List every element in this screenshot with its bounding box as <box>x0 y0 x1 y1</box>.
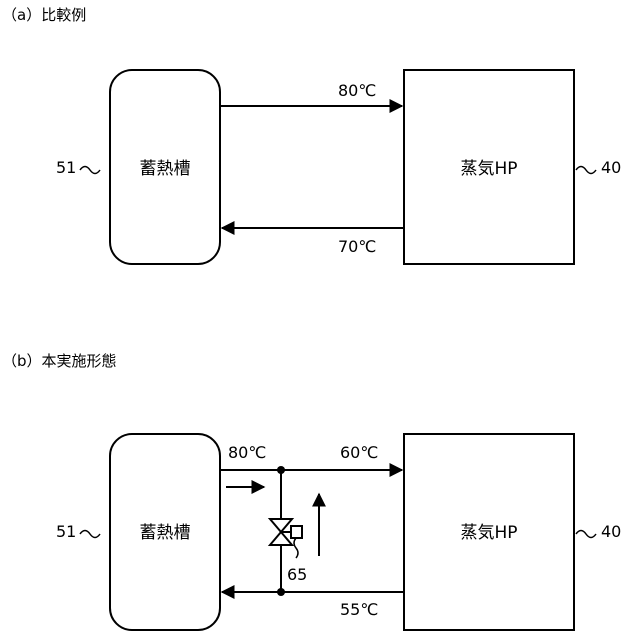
hp-b-leader <box>576 531 596 538</box>
supply-temp-a: 80℃ <box>338 81 376 100</box>
valve-leader <box>294 538 298 558</box>
tank-a-leader <box>80 167 100 174</box>
tank-outlet-temp-b: 80℃ <box>228 443 266 462</box>
tank-b-ref: 51 <box>56 522 76 541</box>
tank-b-label: 蓄熱槽 <box>140 523 191 543</box>
panel-a: （a）比較例 蓄熱槽 51 蒸気HP 40 80℃ 70℃ <box>2 6 621 264</box>
hp-a-ref: 40 <box>601 158 621 177</box>
tank-b-leader <box>80 531 100 538</box>
hp-b-label: 蒸気HP <box>460 523 517 543</box>
hp-b-ref: 40 <box>601 522 621 541</box>
hp-inlet-temp-b: 60℃ <box>340 443 378 462</box>
panel-a-title: （a）比較例 <box>2 6 86 24</box>
return-temp-a: 70℃ <box>338 237 376 256</box>
junction-top-b <box>277 466 285 474</box>
junction-bottom-b <box>277 588 285 596</box>
tank-a-ref: 51 <box>56 158 76 177</box>
panel-b-title: （b）本実施形態 <box>2 352 117 370</box>
tank-a-label: 蓄熱槽 <box>140 159 191 179</box>
valve-ref: 65 <box>287 565 307 584</box>
return-temp-b: 55℃ <box>340 600 378 619</box>
valve-icon <box>270 519 302 545</box>
hp-a-label: 蒸気HP <box>460 159 517 179</box>
hp-a-leader <box>576 167 596 174</box>
panel-b: （b）本実施形態 蓄熱槽 51 蒸気HP 40 80℃ 60℃ 55℃ 65 <box>2 352 621 630</box>
